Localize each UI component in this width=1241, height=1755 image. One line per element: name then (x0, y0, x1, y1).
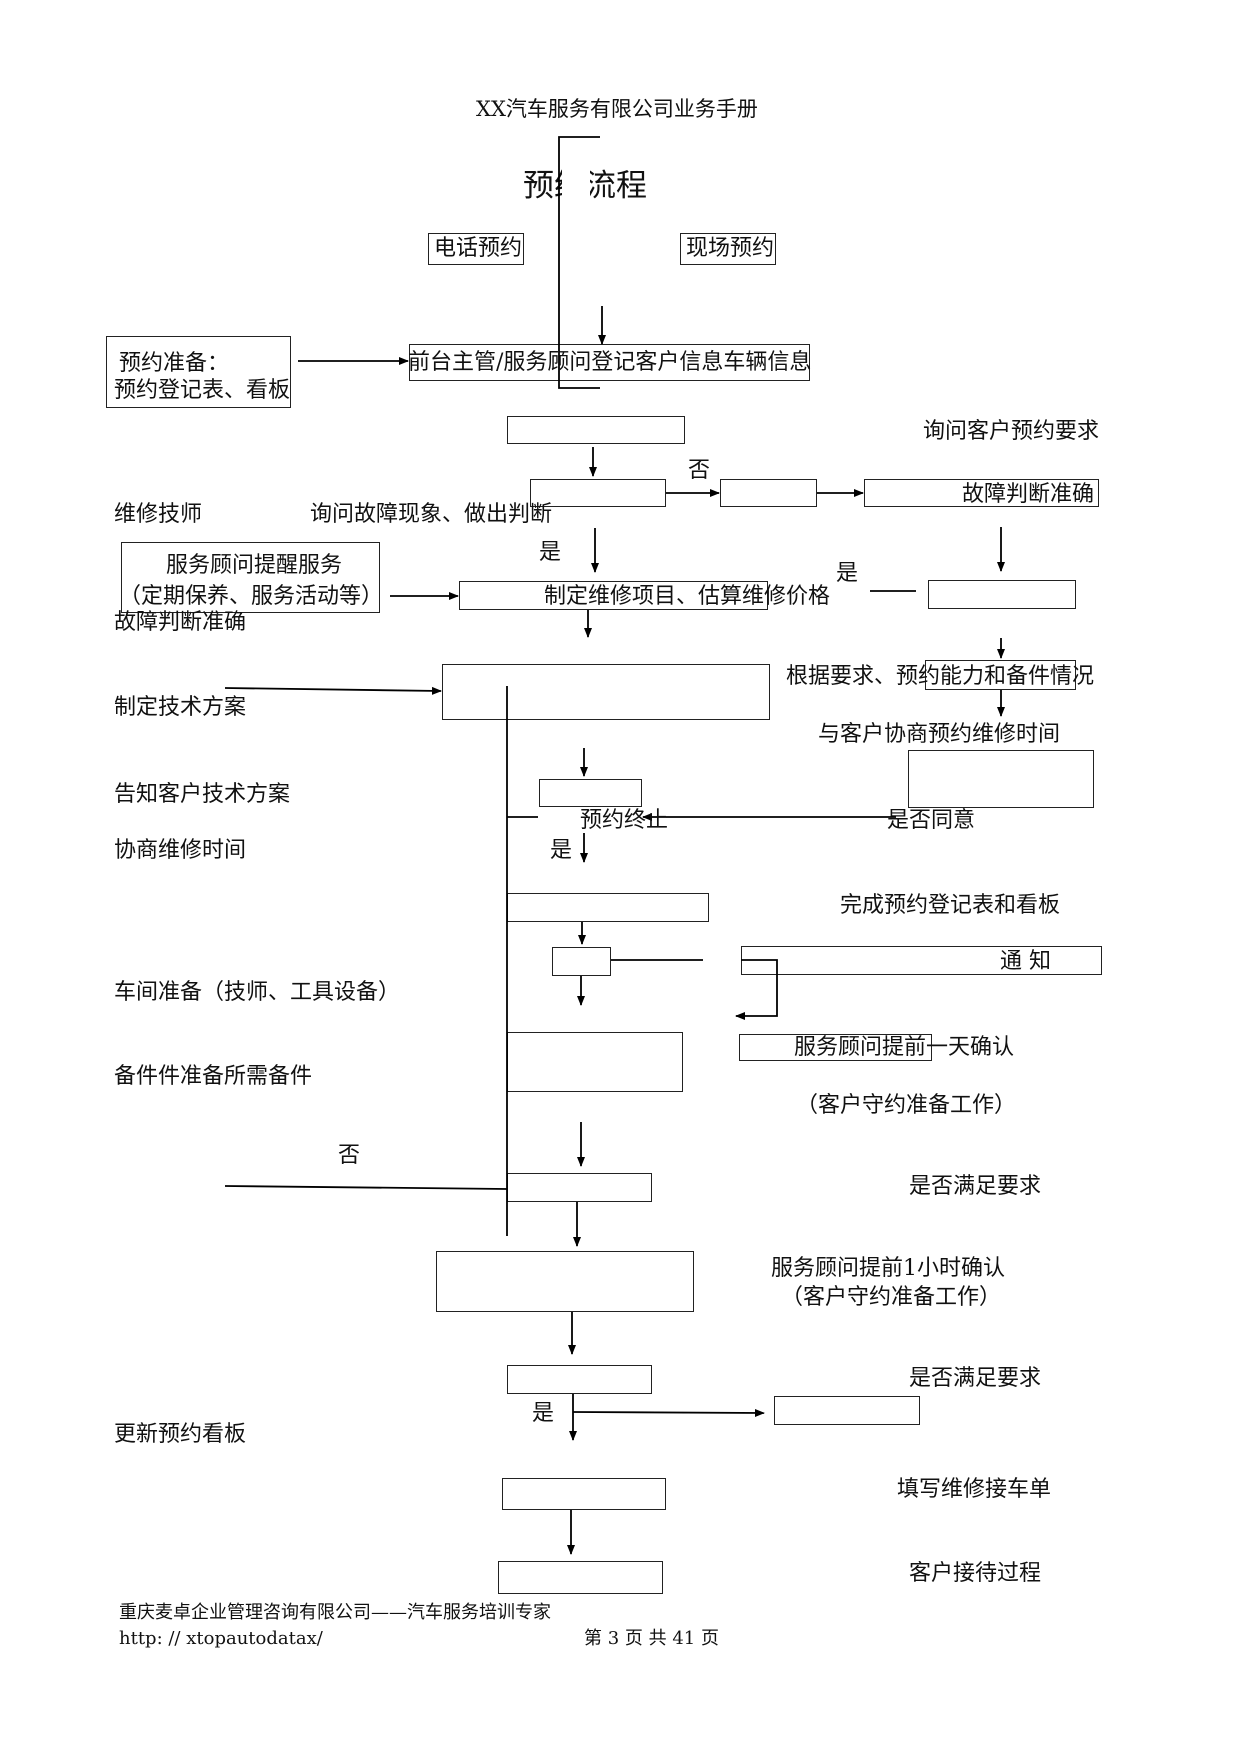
title-overlap-mask (562, 165, 590, 207)
keep-prep-label-2: （客户守约准备工作） (781, 1285, 1002, 1310)
complete-reg-label: 完成预约登记表和看板 (840, 893, 1061, 918)
ask-request-label: 询问客户预约要求 (923, 419, 1100, 444)
onsite-entry-label: 现场预约 (686, 236, 775, 261)
agree-question-label: 是否同意 (887, 808, 976, 833)
small-box (552, 947, 611, 976)
fault-ok-left-label: 故障判断准确 (114, 610, 247, 635)
meet-req-label-2: 是否满足要求 (909, 1366, 1042, 1391)
negotiate-label: 协商维修时间 (114, 838, 247, 863)
capacity-box (925, 660, 1076, 690)
confirm-day-label: 服务顾问提前一天确认 (794, 1035, 1015, 1060)
yes-label-1: 是 (539, 540, 562, 565)
fill-order-box (502, 1478, 666, 1510)
register-overlap-mask (561, 347, 609, 377)
register-label: 前台主管/服务顾问登记客户信息车辆信息 (408, 350, 812, 375)
workshop-overlap-mask (377, 979, 391, 1005)
register-box (409, 344, 810, 381)
no-label-2: 否 (338, 1143, 361, 1168)
yes-label-2: 是 (836, 561, 859, 586)
yes-label-3: 是 (550, 838, 573, 863)
footer-url[interactable]: http: // xtopautodatax/ (119, 1628, 323, 1649)
reminder-box (121, 542, 380, 613)
estimate-overlap-mask (770, 584, 800, 608)
tell-plan-label: 告知客户技术方案 (114, 782, 291, 807)
page-header: XX汽车服务有限公司业务手册 (476, 97, 758, 121)
reception-label: 客户接待过程 (909, 1561, 1042, 1586)
onsite-entry-box (680, 233, 776, 265)
update-board-label: 更新预约看板 (114, 1422, 247, 1447)
estimate-box (459, 581, 768, 610)
meet-req-label-1: 是否满足要求 (909, 1174, 1042, 1199)
right-box-1 (928, 580, 1076, 609)
make-plan-label: 制定技术方案 (114, 695, 247, 720)
estimate-label: 制定维修项目、估算维修价格 (544, 584, 831, 609)
confirm-day-box (739, 1034, 932, 1061)
yes-label-4: 是 (532, 1401, 555, 1426)
keep-prep-label-1: （客户守约准备工作） (796, 1093, 1017, 1118)
no-label-1: 否 (688, 458, 711, 483)
confirm-hour-label: 服务顾问提前1小时确认 (771, 1256, 1005, 1281)
footer-company: 重庆麦卓企业管理咨询有限公司——汽车服务培训专家 (119, 1602, 551, 1623)
tell-overlap-mask (260, 784, 274, 810)
tech-label: 维修技师 (114, 502, 203, 527)
step-box-2 (530, 479, 666, 507)
reminder-line-1: 服务顾问提醒服务 (166, 553, 343, 578)
confirm-hour-box (436, 1251, 694, 1312)
phone-entry-label: 电话预约 (434, 236, 523, 261)
fault-ok-right-label: 故障判断准确 (962, 482, 1095, 507)
plan-overlap-mask (215, 696, 229, 722)
reception-box (498, 1561, 663, 1594)
footer-page-info: 第 3 页 共 41 页 (584, 1628, 719, 1649)
parts-prep-label: 备件件准备所需备件 (114, 1064, 313, 1089)
workshop-prep-label: 车间准备（技师、工具设备） (114, 980, 401, 1005)
notify-label: 通 知 (1000, 949, 1051, 974)
capacity-label: 根据要求、预约能力和备件情况 (786, 664, 1095, 689)
tell-box (539, 779, 642, 807)
ask-fault-label: 询问故障现象、做出判断 (310, 502, 553, 527)
prep-line-2: 预约登记表、看板 (114, 378, 291, 403)
update-board-box (774, 1396, 920, 1425)
negotiate-time-label: 与客户协商预约维修时间 (818, 722, 1061, 747)
reminder-line-2: （定期保养、服务活动等） (119, 584, 384, 609)
fill-order-label: 填写维修接车单 (897, 1477, 1052, 1502)
fault-ok-box (864, 479, 1099, 507)
negotiate-box (908, 750, 1094, 808)
step-box-1 (507, 416, 685, 444)
plan-box (442, 664, 770, 720)
step-box-3 (720, 479, 817, 507)
prep-line-1: 预约准备： (119, 351, 230, 376)
prep-box (106, 336, 291, 408)
terminate-label: 预约终止 (580, 808, 669, 833)
meet-req-box-2 (507, 1365, 652, 1394)
phone-entry-box (428, 233, 524, 265)
